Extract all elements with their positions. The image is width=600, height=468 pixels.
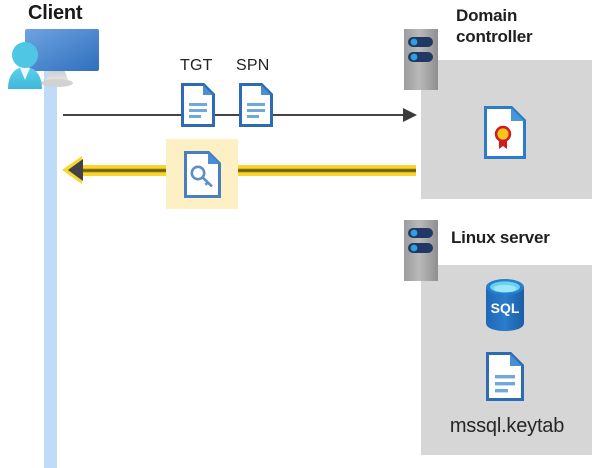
client-lifeline	[44, 58, 57, 468]
linux-server-title: Linux server	[451, 228, 550, 247]
response-arrow-line-right	[236, 165, 416, 176]
certificate-document-icon	[484, 106, 526, 159]
response-arrow-line-left	[78, 165, 168, 176]
request-arrow-line	[63, 114, 406, 116]
svg-text:SQL: SQL	[491, 300, 520, 316]
tgt-document-icon	[181, 83, 215, 127]
keytab-filename-label: mssql.keytab	[449, 415, 565, 437]
keytab-document-icon	[486, 352, 524, 401]
domain-controller-title: Domain controller	[456, 6, 533, 46]
request-arrow-head-icon	[403, 108, 417, 122]
spn-label: SPN	[236, 57, 270, 74]
sql-database-icon: SQL	[482, 277, 528, 333]
spn-document-icon	[239, 83, 273, 127]
client-title: Client	[28, 2, 83, 24]
tgt-label: TGT	[180, 57, 213, 74]
service-ticket-key-document-icon	[184, 151, 221, 198]
linux-server-icon	[404, 220, 438, 281]
client-computer-user-icon	[6, 27, 106, 89]
response-arrow-head-icon	[68, 159, 83, 181]
domain-controller-server-icon	[404, 29, 438, 90]
